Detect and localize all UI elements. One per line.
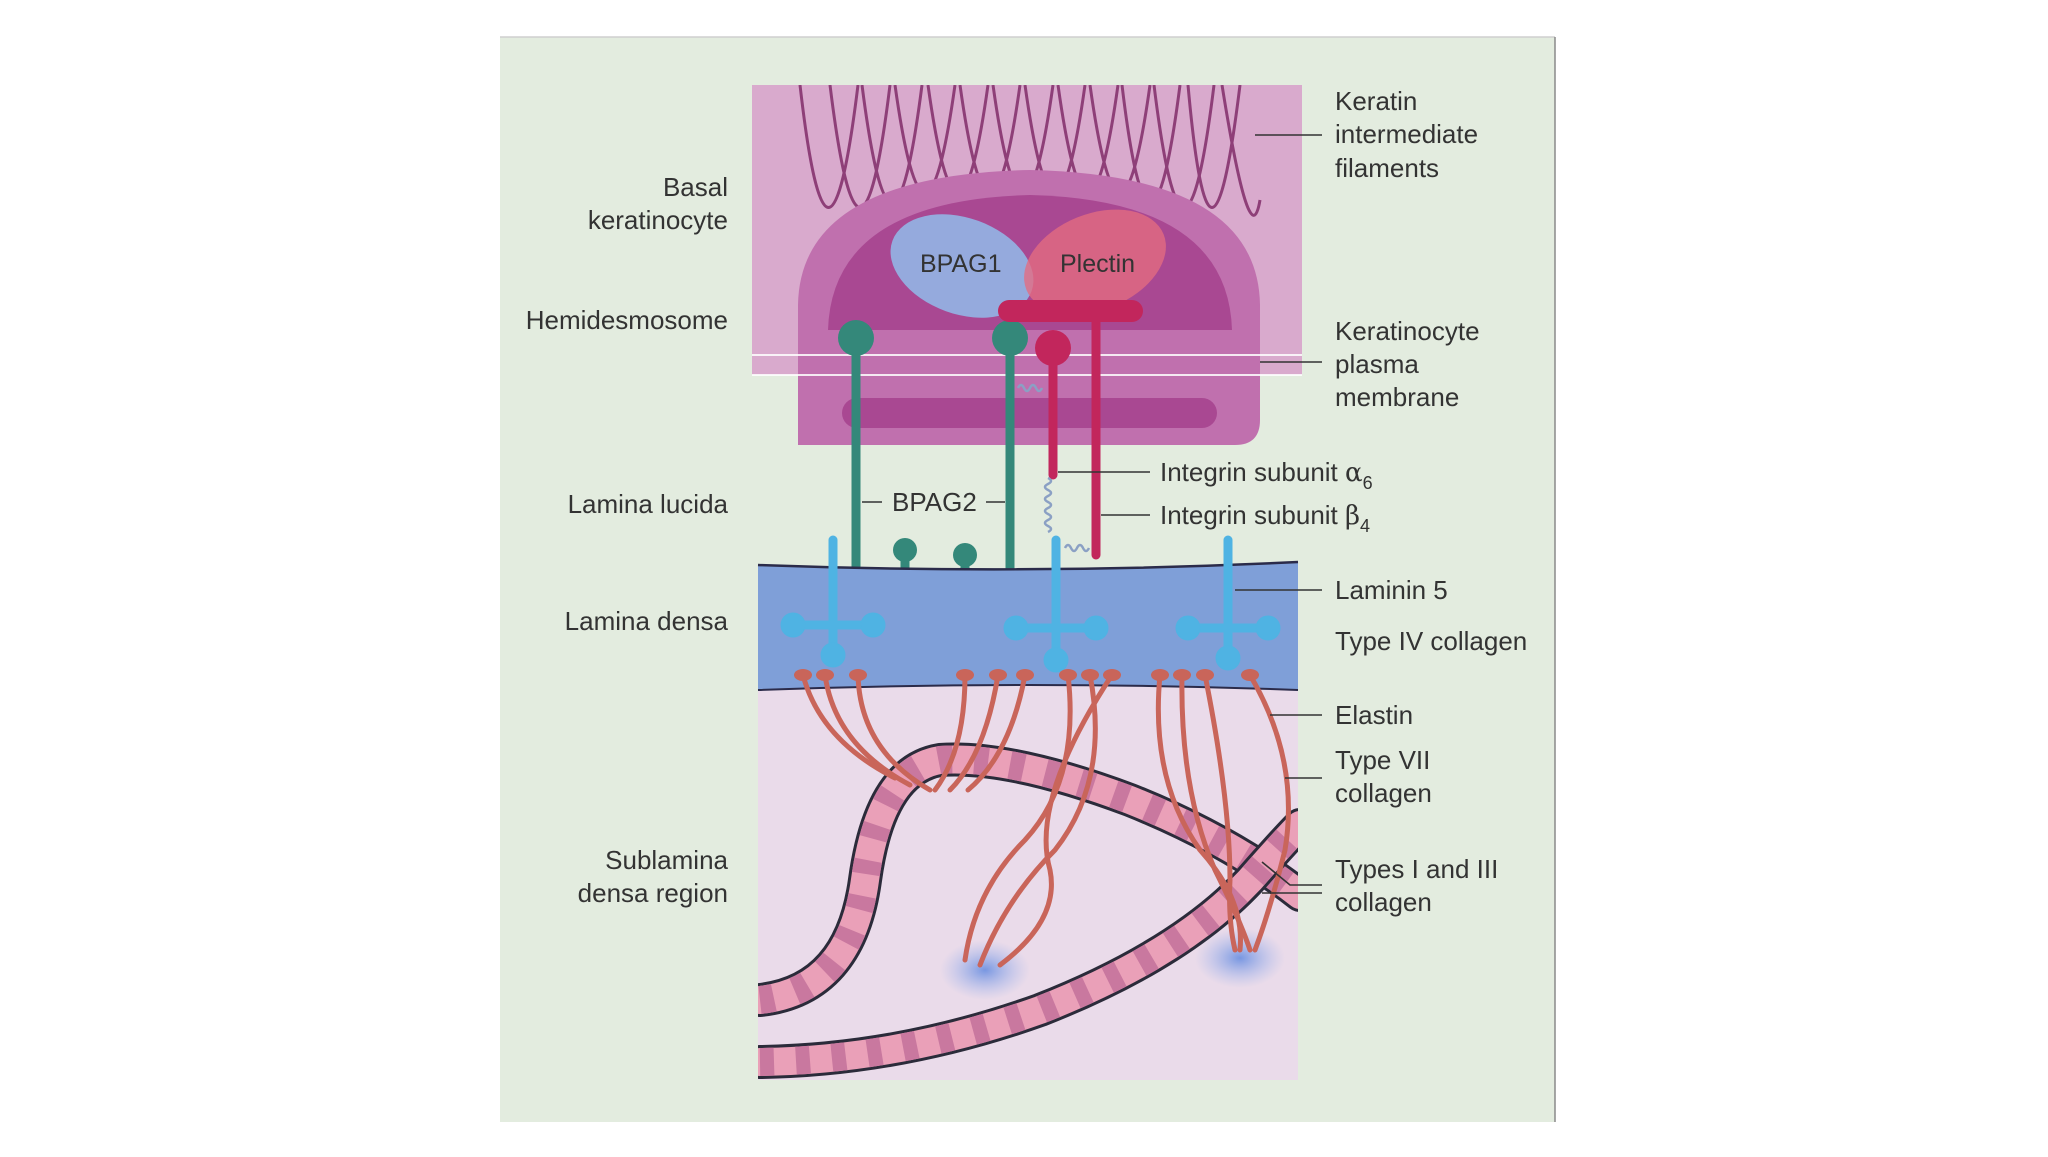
- label-lamina-densa: Lamina densa: [565, 606, 729, 636]
- bpag2-tail-left: [893, 538, 917, 562]
- type-vii-collagen-fibrils: [800, 672, 1291, 968]
- label-basal-line1: Basal: [663, 172, 728, 202]
- type-vii-collagen-terminals: [794, 669, 1259, 681]
- integrin-alpha6-head: [1035, 330, 1071, 366]
- label-laminin-5: Laminin 5: [1335, 575, 1448, 605]
- label-type-iv-collagen: Type IV collagen: [1335, 626, 1527, 656]
- integrin-alpha6-subscript: 6: [1363, 473, 1373, 493]
- bpag1-label: BPAG1: [920, 250, 1002, 278]
- label-integrin-alpha6: Integrin subunit α6: [1160, 457, 1373, 493]
- label-sublamina-line1: Sublamina: [605, 845, 728, 875]
- anchoring-plaque-right: [1195, 928, 1285, 988]
- label-types-i-iii-line1: Types I and III: [1335, 854, 1498, 884]
- label-membrane-line3: membrane: [1335, 382, 1459, 412]
- label-membrane-line2: plasma: [1335, 349, 1419, 379]
- laminin-5-c: [1175, 535, 1281, 671]
- hemidesmosome-outer-plaque: [842, 398, 1217, 428]
- bpag2-head-right: [992, 320, 1028, 356]
- label-keratin-line2: intermediate: [1335, 119, 1478, 149]
- label-lamina-lucida: Lamina lucida: [568, 489, 729, 519]
- integrin-beta4-symbol: β: [1345, 501, 1360, 531]
- integrin-beta4-text: Integrin subunit: [1160, 500, 1345, 530]
- label-hemidesmosome: Hemidesmosome: [526, 305, 728, 335]
- plectin-protein: [1024, 209, 1166, 315]
- label-basal-line2: keratinocyte: [588, 205, 728, 235]
- label-membrane-line1: Keratinocyte: [1335, 316, 1480, 346]
- laminin-5-b: [1003, 535, 1109, 673]
- label-sublamina-line2: densa region: [578, 878, 728, 908]
- label-integrin-beta4: Integrin subunit β4: [1160, 500, 1370, 536]
- label-type-vii-line2: collagen: [1335, 778, 1432, 808]
- anchoring-plaque-left: [940, 940, 1030, 1000]
- label-keratin-line3: filaments: [1335, 153, 1439, 183]
- plectin-bar: [998, 300, 1143, 322]
- leader-types-i-iii-a: [1261, 861, 1322, 886]
- bpag2-head-left: [838, 320, 874, 356]
- label-keratin-line1: Keratin: [1335, 86, 1417, 116]
- label-elastin: Elastin: [1335, 700, 1413, 730]
- integrin-coils: [1016, 383, 1091, 553]
- integrin-alpha6-symbol: α: [1345, 458, 1363, 488]
- bpag1-protein: [890, 214, 1034, 318]
- integrin-beta4-subscript: 4: [1360, 516, 1370, 536]
- lamina-densa-bottom-edge: [757, 684, 1299, 691]
- laminin-5-a: [780, 535, 886, 668]
- integrin-alpha6-text: Integrin subunit: [1160, 457, 1345, 487]
- label-types-i-iii-line2: collagen: [1335, 887, 1432, 917]
- bpag2-tail-right: [953, 543, 977, 567]
- plectin-label: Plectin: [1060, 250, 1135, 278]
- label-type-vii-line1: Type VII: [1335, 745, 1430, 775]
- laminin-5-molecules: [780, 535, 1281, 673]
- label-bpag2: BPAG2: [892, 487, 977, 517]
